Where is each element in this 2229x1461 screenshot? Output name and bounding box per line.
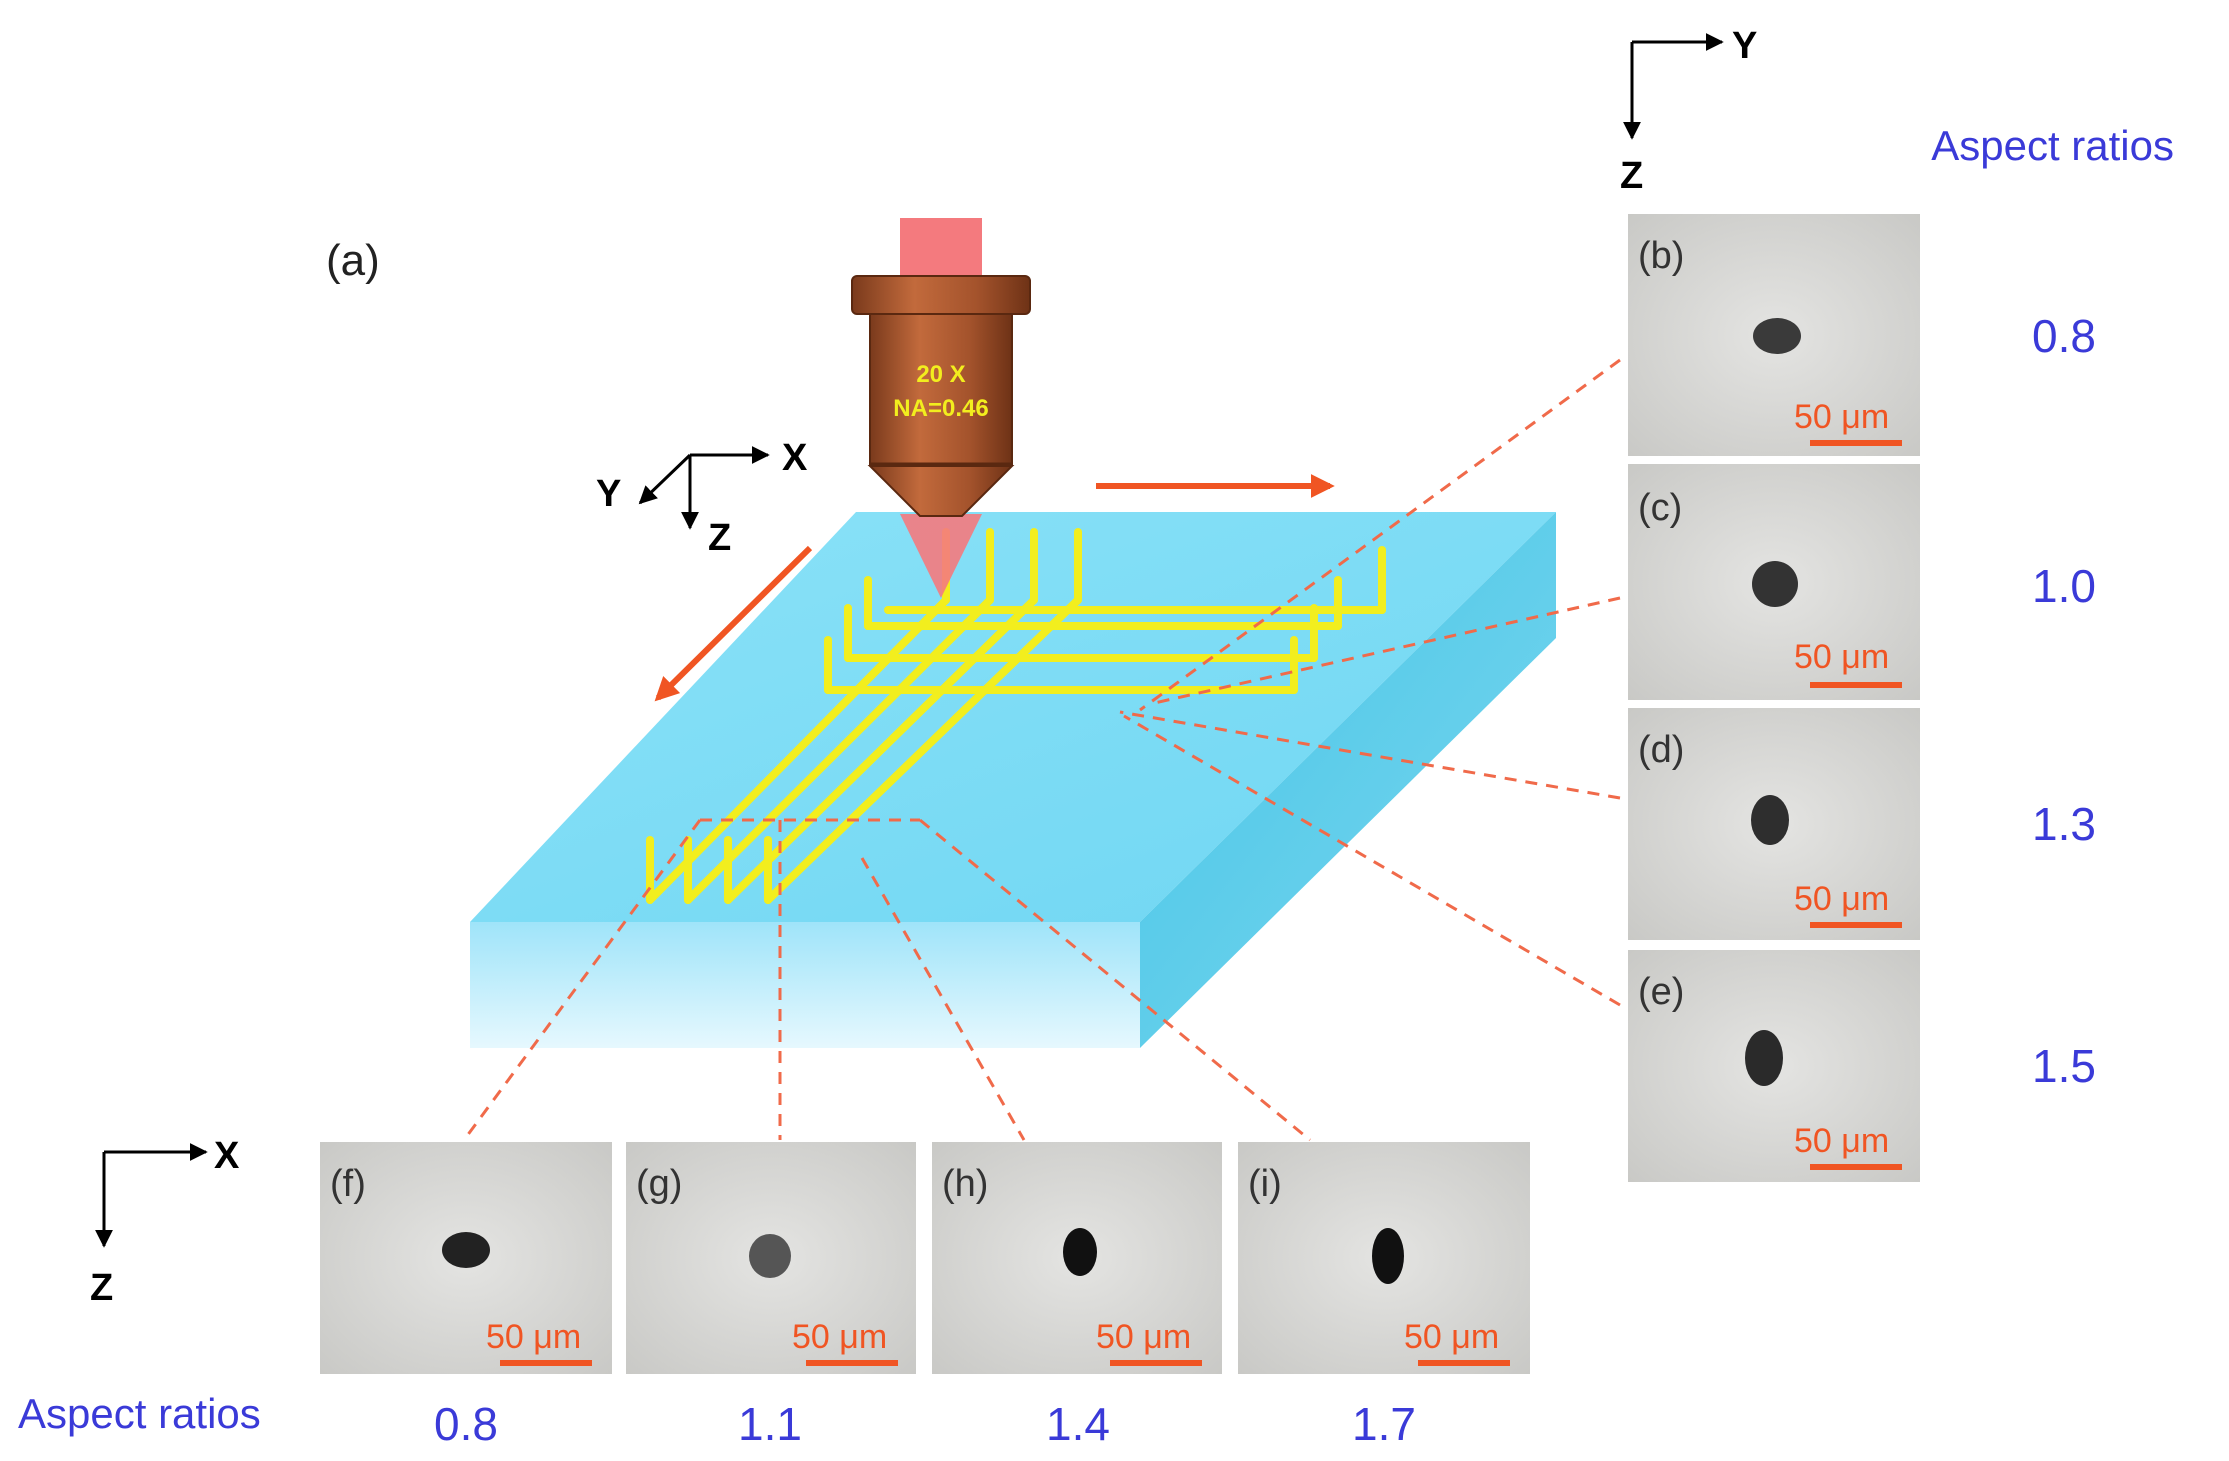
guide-line-c (1149, 596, 1621, 706)
axis-y-label: Y (596, 473, 621, 515)
aspect-ratio-e: 1.5 (2032, 1040, 2096, 1092)
panel-label: (e) (1638, 971, 1684, 1013)
void-cross-section (1752, 561, 1798, 607)
aspect-ratio-d: 1.3 (2032, 798, 2096, 850)
objective-body (869, 313, 1013, 465)
aspect-ratio-h: 1.4 (1046, 1398, 1110, 1450)
micrograph-c: (c) 50 μm (1628, 464, 1920, 700)
micrograph-g: (g) 50 μm (626, 1142, 916, 1374)
void-cross-section (1751, 795, 1789, 845)
panel-label: (b) (1638, 235, 1684, 277)
void-cross-section (1753, 318, 1801, 354)
axis-z-label: Z (1620, 155, 1643, 197)
objective-tip (867, 465, 1015, 517)
void-cross-section (1063, 1228, 1097, 1276)
objective-magnification: 20 X (916, 361, 965, 388)
aspect-ratio-f: 0.8 (434, 1398, 498, 1450)
scale-bar-label: 50 μm (1096, 1318, 1191, 1356)
void-cross-section (1745, 1030, 1783, 1086)
micrograph-b: (b) 50 μm (1628, 214, 1920, 456)
axis-z-label: Z (90, 1267, 113, 1309)
panel-a-axes: X Y Z (596, 437, 808, 559)
axis-x-label: X (782, 437, 808, 479)
scale-bar (1810, 922, 1902, 928)
guide-lines (462, 358, 1621, 1142)
void-cross-section (442, 1232, 490, 1268)
panel-label: (d) (1638, 729, 1684, 771)
guide-line-e (1123, 714, 1621, 1007)
panel-label: (g) (636, 1163, 682, 1205)
right-axes: Y Z (1620, 25, 1757, 197)
aspect-ratio-c: 1.0 (2032, 560, 2096, 612)
scale-bar-label: 50 μm (1794, 1122, 1889, 1160)
right-column: Y Z Aspect ratios (b) 50 μm 0.8 (c) 50 μ… (1620, 25, 2174, 1182)
scale-bar (806, 1360, 898, 1366)
panel-label: (i) (1248, 1163, 1282, 1205)
scale-bar (1110, 1360, 1202, 1366)
objective-na: NA=0.46 (893, 395, 988, 422)
scale-bar (500, 1360, 592, 1366)
laser-beam-input (900, 218, 982, 278)
bottom-axes: X Z (90, 1135, 240, 1309)
scale-bar-label: 50 μm (1794, 638, 1889, 676)
axis-x-label: X (214, 1135, 240, 1177)
axis-z-label: Z (708, 517, 731, 559)
scale-bar-label: 50 μm (792, 1318, 887, 1356)
micrograph-d: (d) 50 μm (1628, 708, 1920, 940)
glass-front-face (470, 922, 1140, 1048)
scale-bar-label: 50 μm (1794, 880, 1889, 918)
micrograph-f: (f) 50 μm (320, 1142, 612, 1374)
scale-bar (1810, 682, 1902, 688)
right-aspect-heading: Aspect ratios (1931, 122, 2174, 169)
guide-line-i (919, 818, 1311, 1142)
panel-label: (c) (1638, 487, 1682, 529)
panel-a-label: (a) (326, 236, 380, 285)
guide-line-f (462, 819, 702, 1141)
bottom-aspect-heading: Aspect ratios (18, 1390, 261, 1437)
glass-substrate (470, 512, 1556, 1048)
scale-bar (1810, 1164, 1902, 1170)
scale-bar-label: 50 μm (1404, 1318, 1499, 1356)
aspect-ratio-g: 1.1 (738, 1398, 802, 1450)
micrograph-i: (i) 50 μm (1238, 1142, 1530, 1374)
objective-lens: 20 X NA=0.46 (851, 275, 1031, 517)
scan-arrow-y (654, 545, 813, 702)
panel-label: (h) (942, 1163, 988, 1205)
glass-side-face (1140, 512, 1556, 1048)
axis-y-label: Y (1732, 25, 1757, 67)
bottom-row: X Z Aspect ratios (f) 50 μm 0.8 (g) 50 μ… (18, 1135, 1530, 1450)
panel-a: (a) (326, 218, 1621, 1142)
void-cross-section (1372, 1228, 1404, 1284)
micrograph-e: (e) 50 μm (1628, 950, 1920, 1182)
guide-line-d (1119, 710, 1621, 800)
laser-written-channels (646, 528, 1386, 904)
objective-collar (851, 275, 1031, 315)
guide-line-b (1139, 358, 1621, 712)
panel-label: (f) (330, 1163, 366, 1205)
diagonal-channel (764, 596, 1082, 904)
scale-bar (1418, 1360, 1510, 1366)
diagonal-channel (684, 596, 994, 904)
scale-bar-label: 50 μm (486, 1318, 581, 1356)
laser-focus-cone (900, 514, 982, 598)
scale-bar-label: 50 μm (1794, 398, 1889, 436)
aspect-ratio-b: 0.8 (2032, 310, 2096, 362)
glass-top-face (470, 512, 1556, 922)
scale-bar (1810, 440, 1902, 446)
diagonal-channel (646, 596, 950, 904)
aspect-ratio-i: 1.7 (1352, 1398, 1416, 1450)
micrograph-h: (h) 50 μm (932, 1142, 1222, 1374)
void-cross-section (749, 1234, 791, 1278)
axis-y-arrow (638, 453, 692, 505)
